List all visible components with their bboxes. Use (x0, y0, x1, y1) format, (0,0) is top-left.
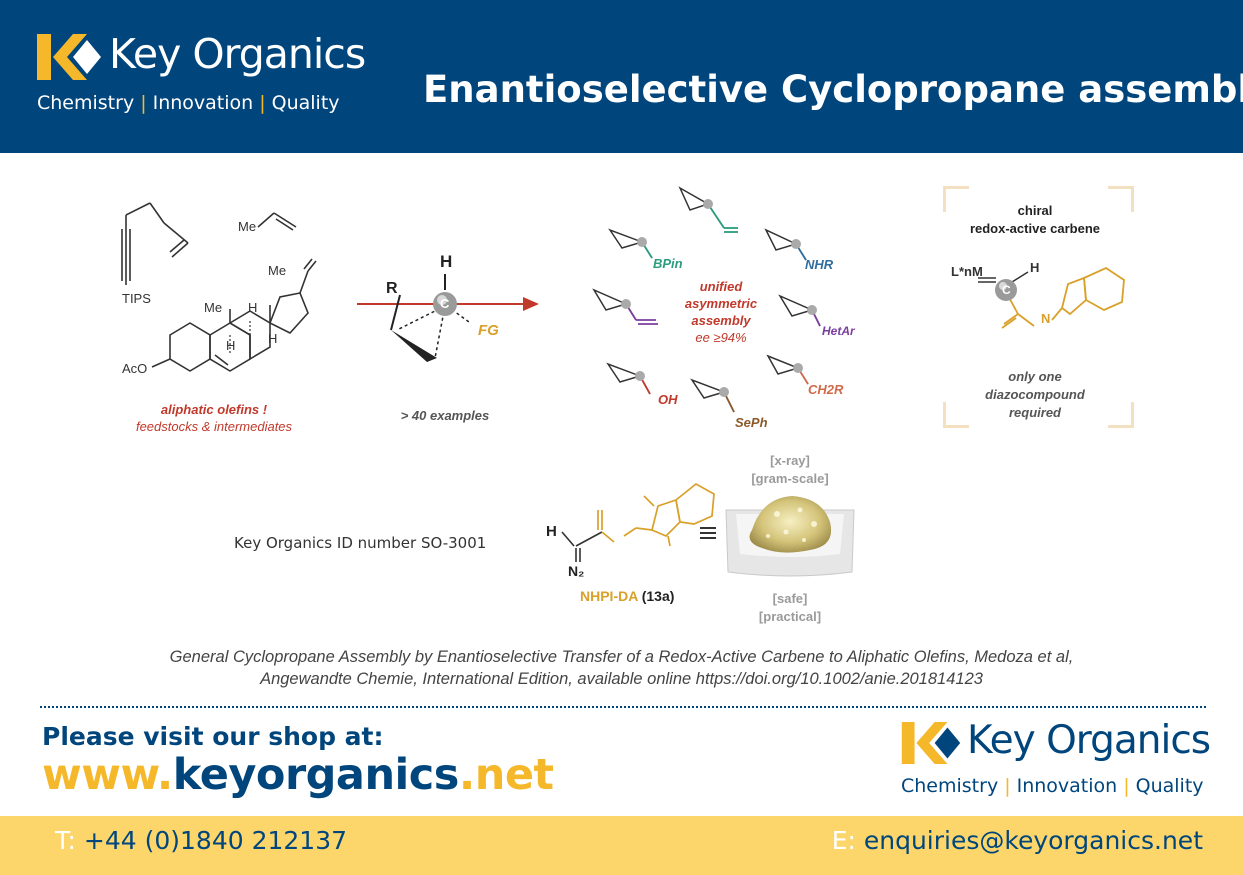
unified-line-1: unified (699, 279, 743, 294)
tag-gram-scale: [gram-scale] (751, 471, 829, 486)
tagline-innovation: Innovation (152, 92, 254, 114)
bracket-top-right (1108, 186, 1134, 212)
email-address: enquiries@keyorganics.net (863, 826, 1203, 855)
reagent-h-label: H (546, 523, 557, 540)
bracket-bottom-right (1108, 402, 1134, 428)
ee-value: ee ≥94% (695, 330, 747, 345)
phone-prefix: T: (55, 826, 76, 855)
unified-line-2: asymmetric (684, 296, 758, 311)
carbene-n-label: N (1041, 311, 1051, 326)
tag-xray: [x-ray] (770, 453, 810, 468)
substrates-caption-1: aliphatic olefins ! (160, 402, 268, 417)
reagent-n2-label: N₂ (568, 563, 585, 579)
compound-number: (13a) (641, 588, 675, 604)
tags-top: [x-ray] [gram-scale] (730, 452, 850, 488)
label-me-ring: Me (204, 300, 223, 315)
carbene-caption-1: only one (1008, 369, 1062, 384)
label-h-1: H (248, 300, 258, 315)
url-domain: keyorganics (172, 750, 460, 800)
carbene-h-label: H (1030, 260, 1040, 275)
carbene-transfer-diagram (357, 274, 539, 362)
header-banner: Key Organics Chemistry|Innovation|Qualit… (0, 0, 1243, 153)
group-ch2r: CH2R (808, 382, 844, 397)
contact-footer: T: +44 (0)1840 212137 E: enquiries@keyor… (0, 816, 1243, 875)
group-nhr: NHR (805, 257, 834, 272)
unified-assembly-label: unified asymmetric assembly ee ≥94% (666, 278, 776, 346)
citation-line-1: General Cyclopropane Assembly by Enantio… (169, 648, 1074, 666)
footer-brand-tagline: Chemistry|Innovation|Quality (901, 775, 1204, 797)
substrates-structures (121, 202, 317, 372)
label-aco: AcO (122, 361, 148, 376)
group-hetar: HetAr (822, 324, 855, 338)
substrates-caption-2: feedstocks & intermediates (135, 419, 293, 434)
tag-safe: [safe] (772, 591, 808, 606)
brand-logo[interactable]: Key Organics Chemistry|Innovation|Qualit… (37, 30, 366, 124)
phone-number: +44 (0)1840 212137 (83, 826, 348, 855)
carbene-caption-2: diazocompound (985, 387, 1085, 402)
carbene-title-2: redox-active carbene (969, 221, 1101, 236)
carbene-caption-3: required (1008, 405, 1061, 420)
carbene-title-1: chiral (1017, 203, 1053, 218)
footer-brand-logo[interactable]: Key Organics Chemistry|Innovation|Qualit… (901, 718, 1211, 802)
email-link[interactable]: E: enquiries@keyorganics.net (832, 826, 1203, 855)
carbene-c-label: C (1002, 283, 1011, 297)
tagline-chemistry: Chemistry (37, 92, 135, 114)
reagent-sample-photo (725, 496, 855, 577)
metal-ligand-label: L*nM (951, 264, 983, 279)
carbene-title: chiral redox-active carbene (950, 202, 1120, 238)
citation: General Cyclopropane Assembly by Enantio… (0, 646, 1243, 690)
ts-label-c: C (440, 296, 450, 311)
email-prefix: E: (831, 826, 856, 855)
brand-tagline: Chemistry|Innovation|Quality (37, 92, 340, 114)
label-tips: TIPS (122, 291, 151, 306)
page-title: Enantioselective Cyclopropane assembly (423, 68, 1243, 111)
url-suffix: .net (458, 750, 554, 800)
shop-url-link[interactable]: www.keyorganics.net (42, 750, 554, 800)
products-structures (592, 186, 821, 413)
shop-label: Please visit our shop at: (42, 722, 384, 751)
url-prefix: www. (42, 750, 173, 800)
bracket-top-left (943, 186, 969, 212)
bracket-bottom-left (943, 402, 969, 428)
carbene-structure (978, 266, 1125, 329)
section-divider (40, 706, 1206, 708)
phone-link[interactable]: T: +44 (0)1840 212137 (55, 826, 347, 855)
footer-brand-name: Key Organics (967, 718, 1211, 763)
carbene-caption: only one diazocompound required (950, 368, 1120, 422)
group-oh: OH (658, 392, 678, 407)
ts-label-h: H (440, 252, 453, 271)
citation-line-2[interactable]: Angewandte Chemie, International Edition… (260, 670, 983, 688)
ts-label-r: R (386, 280, 398, 297)
logo-mark-icon (37, 34, 101, 80)
reagent-name: NHPI-DA (580, 588, 638, 604)
reagent-name-label: NHPI-DA (13a) (580, 588, 674, 604)
footer-tagline-chemistry: Chemistry (901, 775, 999, 797)
footer-logo-mark-icon (901, 722, 961, 764)
group-bpin: BPin (653, 256, 683, 271)
label-h-3: H (268, 331, 278, 346)
tagline-quality: Quality (271, 92, 340, 114)
label-me-top: Me (268, 263, 287, 278)
label-h-2: H (226, 338, 236, 353)
product-id-text: Key Organics ID number SO-3001 (234, 534, 487, 552)
brand-name: Key Organics (109, 30, 366, 78)
tags-bottom: [safe] [practical] (730, 590, 850, 626)
footer-tagline-innovation: Innovation (1016, 775, 1118, 797)
tag-practical: [practical] (758, 609, 822, 624)
footer-tagline-quality: Quality (1135, 775, 1204, 797)
unified-line-3: assembly (691, 313, 751, 328)
label-me-propene: Me (238, 219, 257, 234)
group-seph: SePh (735, 415, 768, 430)
nhpi-da-structure (561, 482, 716, 562)
examples-caption: > 40 examples (400, 408, 490, 423)
ts-label-fg: FG (478, 322, 499, 339)
